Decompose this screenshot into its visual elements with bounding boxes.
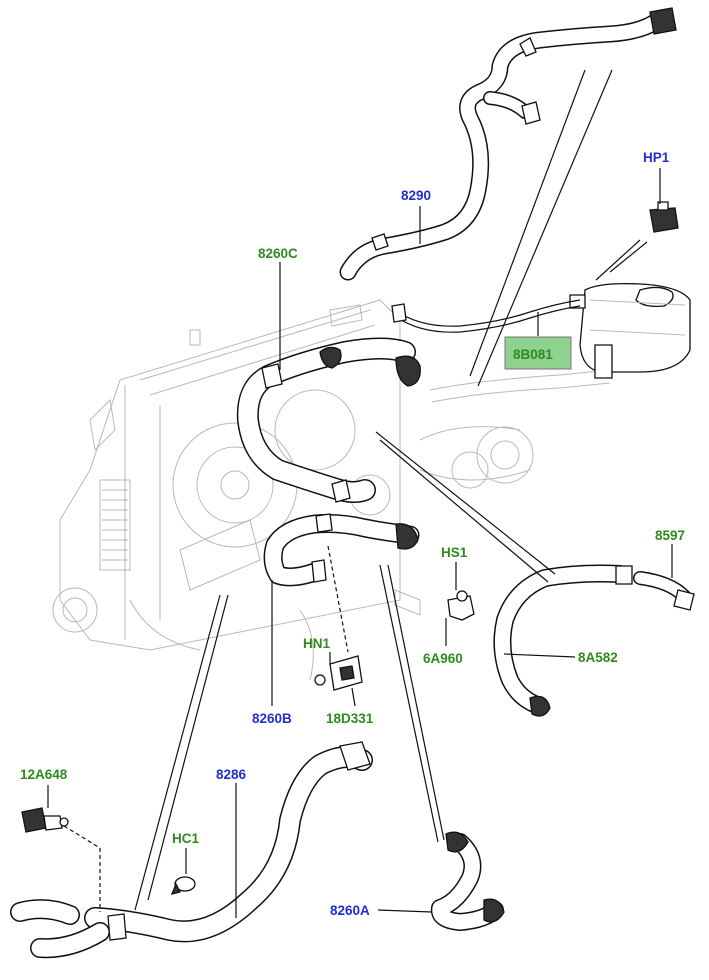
label-8260a[interactable]: 8260A [330,903,370,918]
coolant-expansion-tank [569,282,691,379]
hose-8260b [263,513,420,587]
clamp-hc1-part [170,876,196,895]
label-8286[interactable]: 8286 [216,767,247,782]
label-12a648[interactable]: 12A648 [20,767,68,782]
label-8290[interactable]: 8290 [401,188,431,203]
leader-lines [47,69,673,918]
hose-8a582 [493,564,633,717]
hose-8260a [430,831,505,931]
sensor-12a648-part [21,807,69,833]
hose-8260c [236,337,421,503]
label-hp1[interactable]: HP1 [643,150,670,165]
bracket-18d331-part [314,655,363,691]
bracket-6a960-part [447,590,475,621]
sensor-harness-8b081 [391,299,581,333]
label-8b081[interactable]: 8B081 [513,347,553,362]
pressure-cap-part [649,201,679,233]
label-8a582[interactable]: 8A582 [578,650,618,665]
label-8260b[interactable]: 8260B [252,711,292,726]
hose-8290 [339,7,677,281]
label-hc1[interactable]: HC1 [172,831,199,846]
label-8260c[interactable]: 8260C [258,246,298,261]
label-6a960[interactable]: 6A960 [423,651,463,666]
label-hn1[interactable]: HN1 [303,636,330,651]
label-8597[interactable]: 8597 [655,528,685,543]
part-labels: HP1 8290 8260C 8B081 8597 HS1 6A960 8A58… [20,150,685,918]
label-hs1[interactable]: HS1 [441,545,468,560]
hose-8597 [633,571,695,611]
engine-radiator-background [52,299,611,681]
hose-8286 [10,741,373,959]
label-highlight-8b081 [504,336,572,370]
label-18d331[interactable]: 18D331 [326,711,374,726]
